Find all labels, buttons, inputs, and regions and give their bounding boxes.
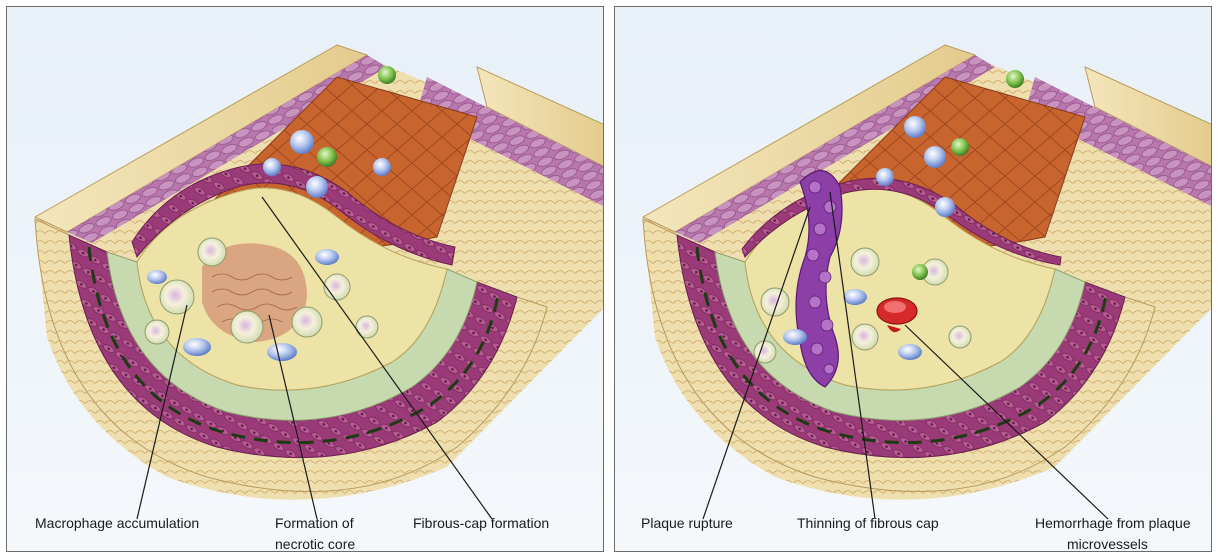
label-hemorrhage-line1: Hemorrhage from plaque	[1035, 513, 1191, 534]
label-hemorrhage-line2: microvessels	[1067, 534, 1148, 552]
label-thinning-fibrous-cap: Thinning of fibrous cap	[797, 513, 939, 534]
artery-illustration-rupture	[615, 7, 1212, 552]
panel-plaque-formation: Macrophage accumulation Formation of nec…	[6, 6, 604, 552]
panel-plaque-rupture: Plaque rupture Thinning of fibrous cap H…	[614, 6, 1212, 552]
label-fibrous-cap-formation: Fibrous-cap formation	[413, 513, 549, 534]
label-plaque-rupture: Plaque rupture	[641, 513, 733, 534]
label-formation-line2: necrotic core	[275, 534, 355, 552]
label-macrophage-accumulation: Macrophage accumulation	[35, 513, 199, 534]
artery-illustration-formation	[7, 7, 604, 552]
label-formation-line1: Formation of	[275, 513, 354, 534]
